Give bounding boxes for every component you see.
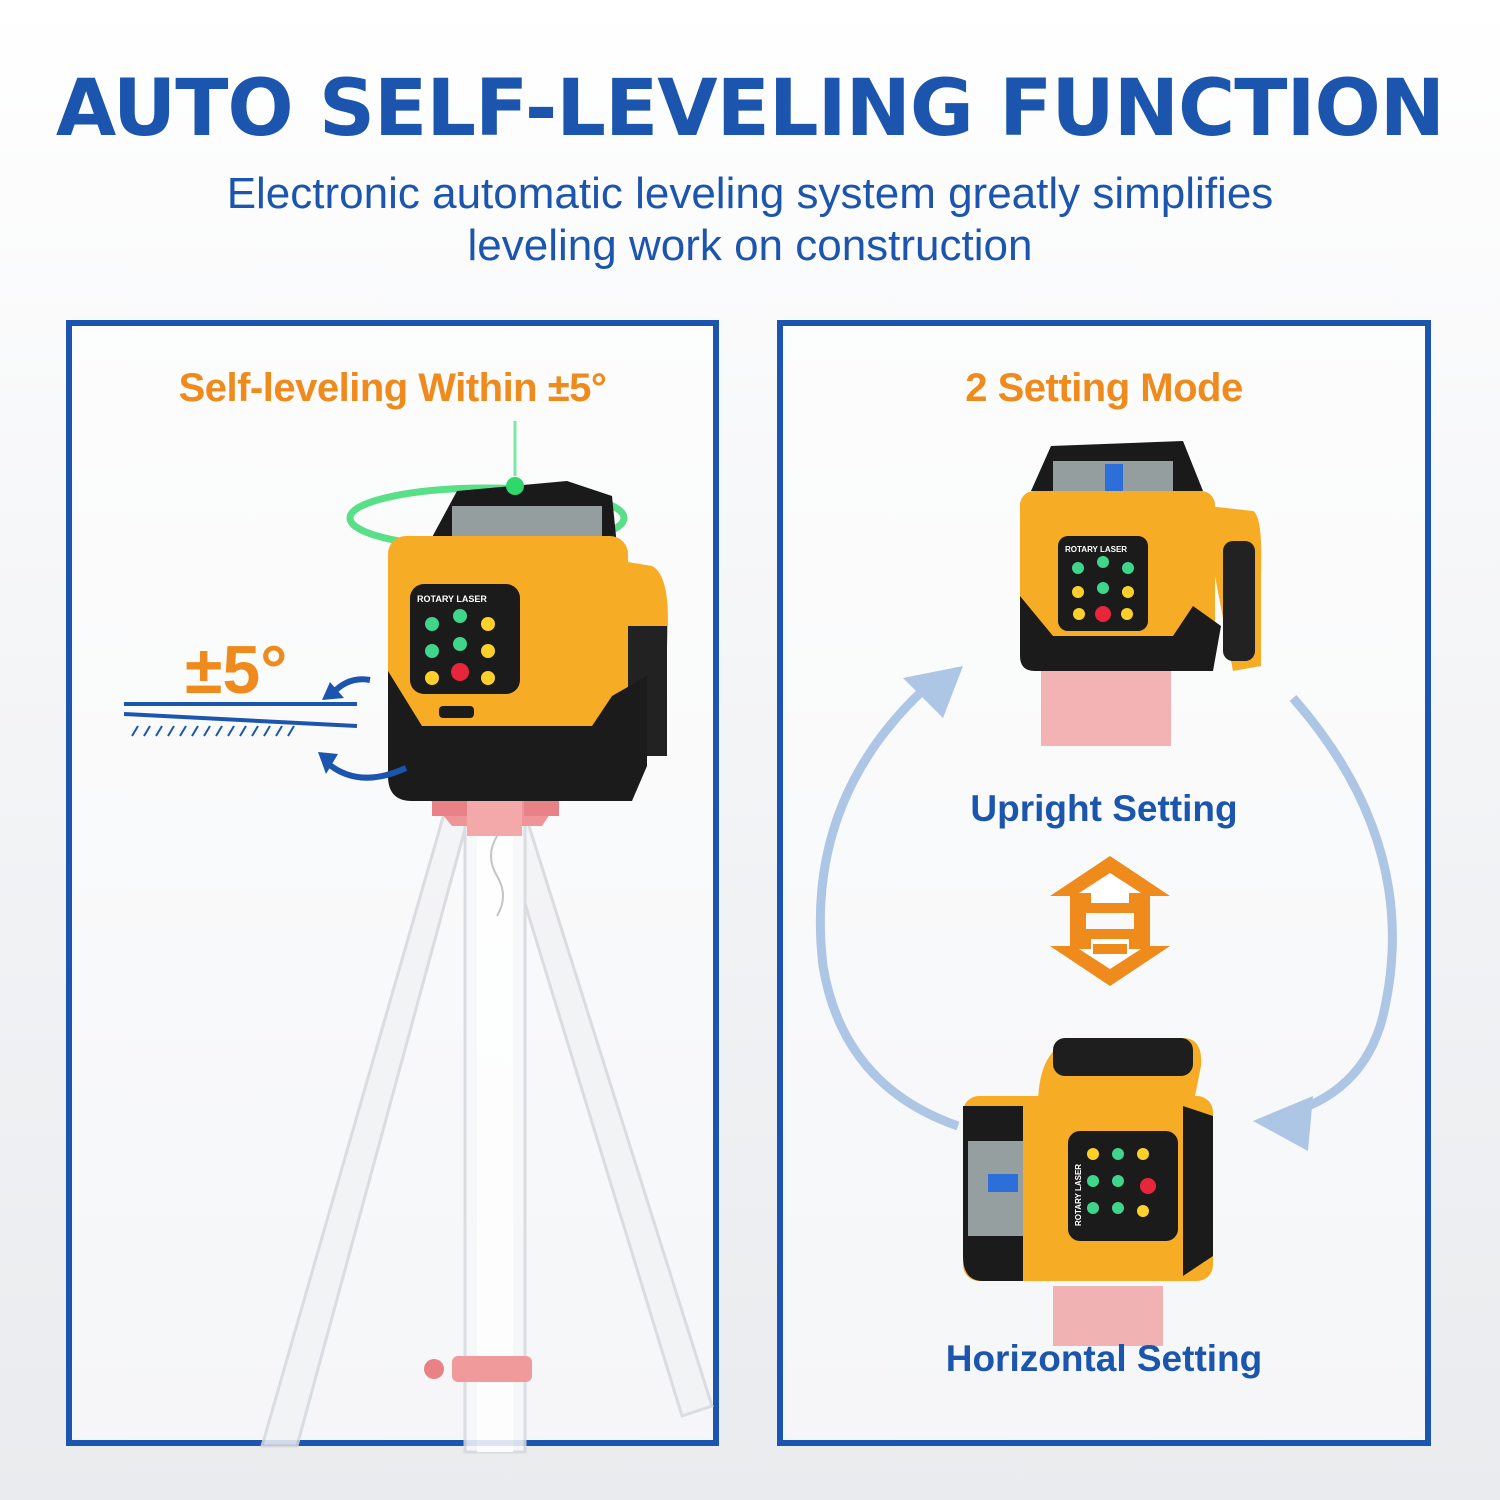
headline: AUTO SELF-LEVELING FUNCTION xyxy=(55,64,1445,154)
setting-mode-panel: 2 Setting Mode ROTARY LASER Upright Sett… xyxy=(777,320,1431,1446)
swap-up-down-icon xyxy=(1050,856,1170,986)
setting-mode-title: 2 Setting Mode xyxy=(965,366,1243,410)
cycle-arrow-icon xyxy=(815,666,1397,1151)
subheadline: Electronic automatic leveling system gre… xyxy=(150,168,1350,272)
self-leveling-panel: Self-leveling Within ±5° xyxy=(66,320,719,1454)
rotary-laser-device: ROTARY LASER xyxy=(346,421,668,801)
angle-label: ±5° xyxy=(185,632,288,708)
upright-device: ROTARY LASER xyxy=(1020,441,1262,746)
horizontal-device: ROTARY LASER xyxy=(963,1038,1213,1346)
upright-device-label: ROTARY LASER xyxy=(1065,545,1127,554)
tilt-indicator xyxy=(123,702,358,737)
upright-setting-label: Upright Setting xyxy=(970,788,1238,829)
rotate-cw-arrow-icon xyxy=(318,752,408,781)
self-leveling-title: Self-leveling Within ±5° xyxy=(178,366,607,410)
subheadline-line-1: Electronic automatic leveling system gre… xyxy=(226,169,1274,218)
device-label: ROTARY LASER xyxy=(417,594,487,604)
subheadline-line-2: leveling work on construction xyxy=(467,221,1033,270)
rotate-ccw-arrow-icon xyxy=(322,676,371,700)
tripod-illustration xyxy=(260,746,714,1454)
horizontal-device-label: ROTARY LASER xyxy=(1074,1164,1083,1226)
horizontal-setting-label: Horizontal Setting xyxy=(945,1338,1263,1379)
